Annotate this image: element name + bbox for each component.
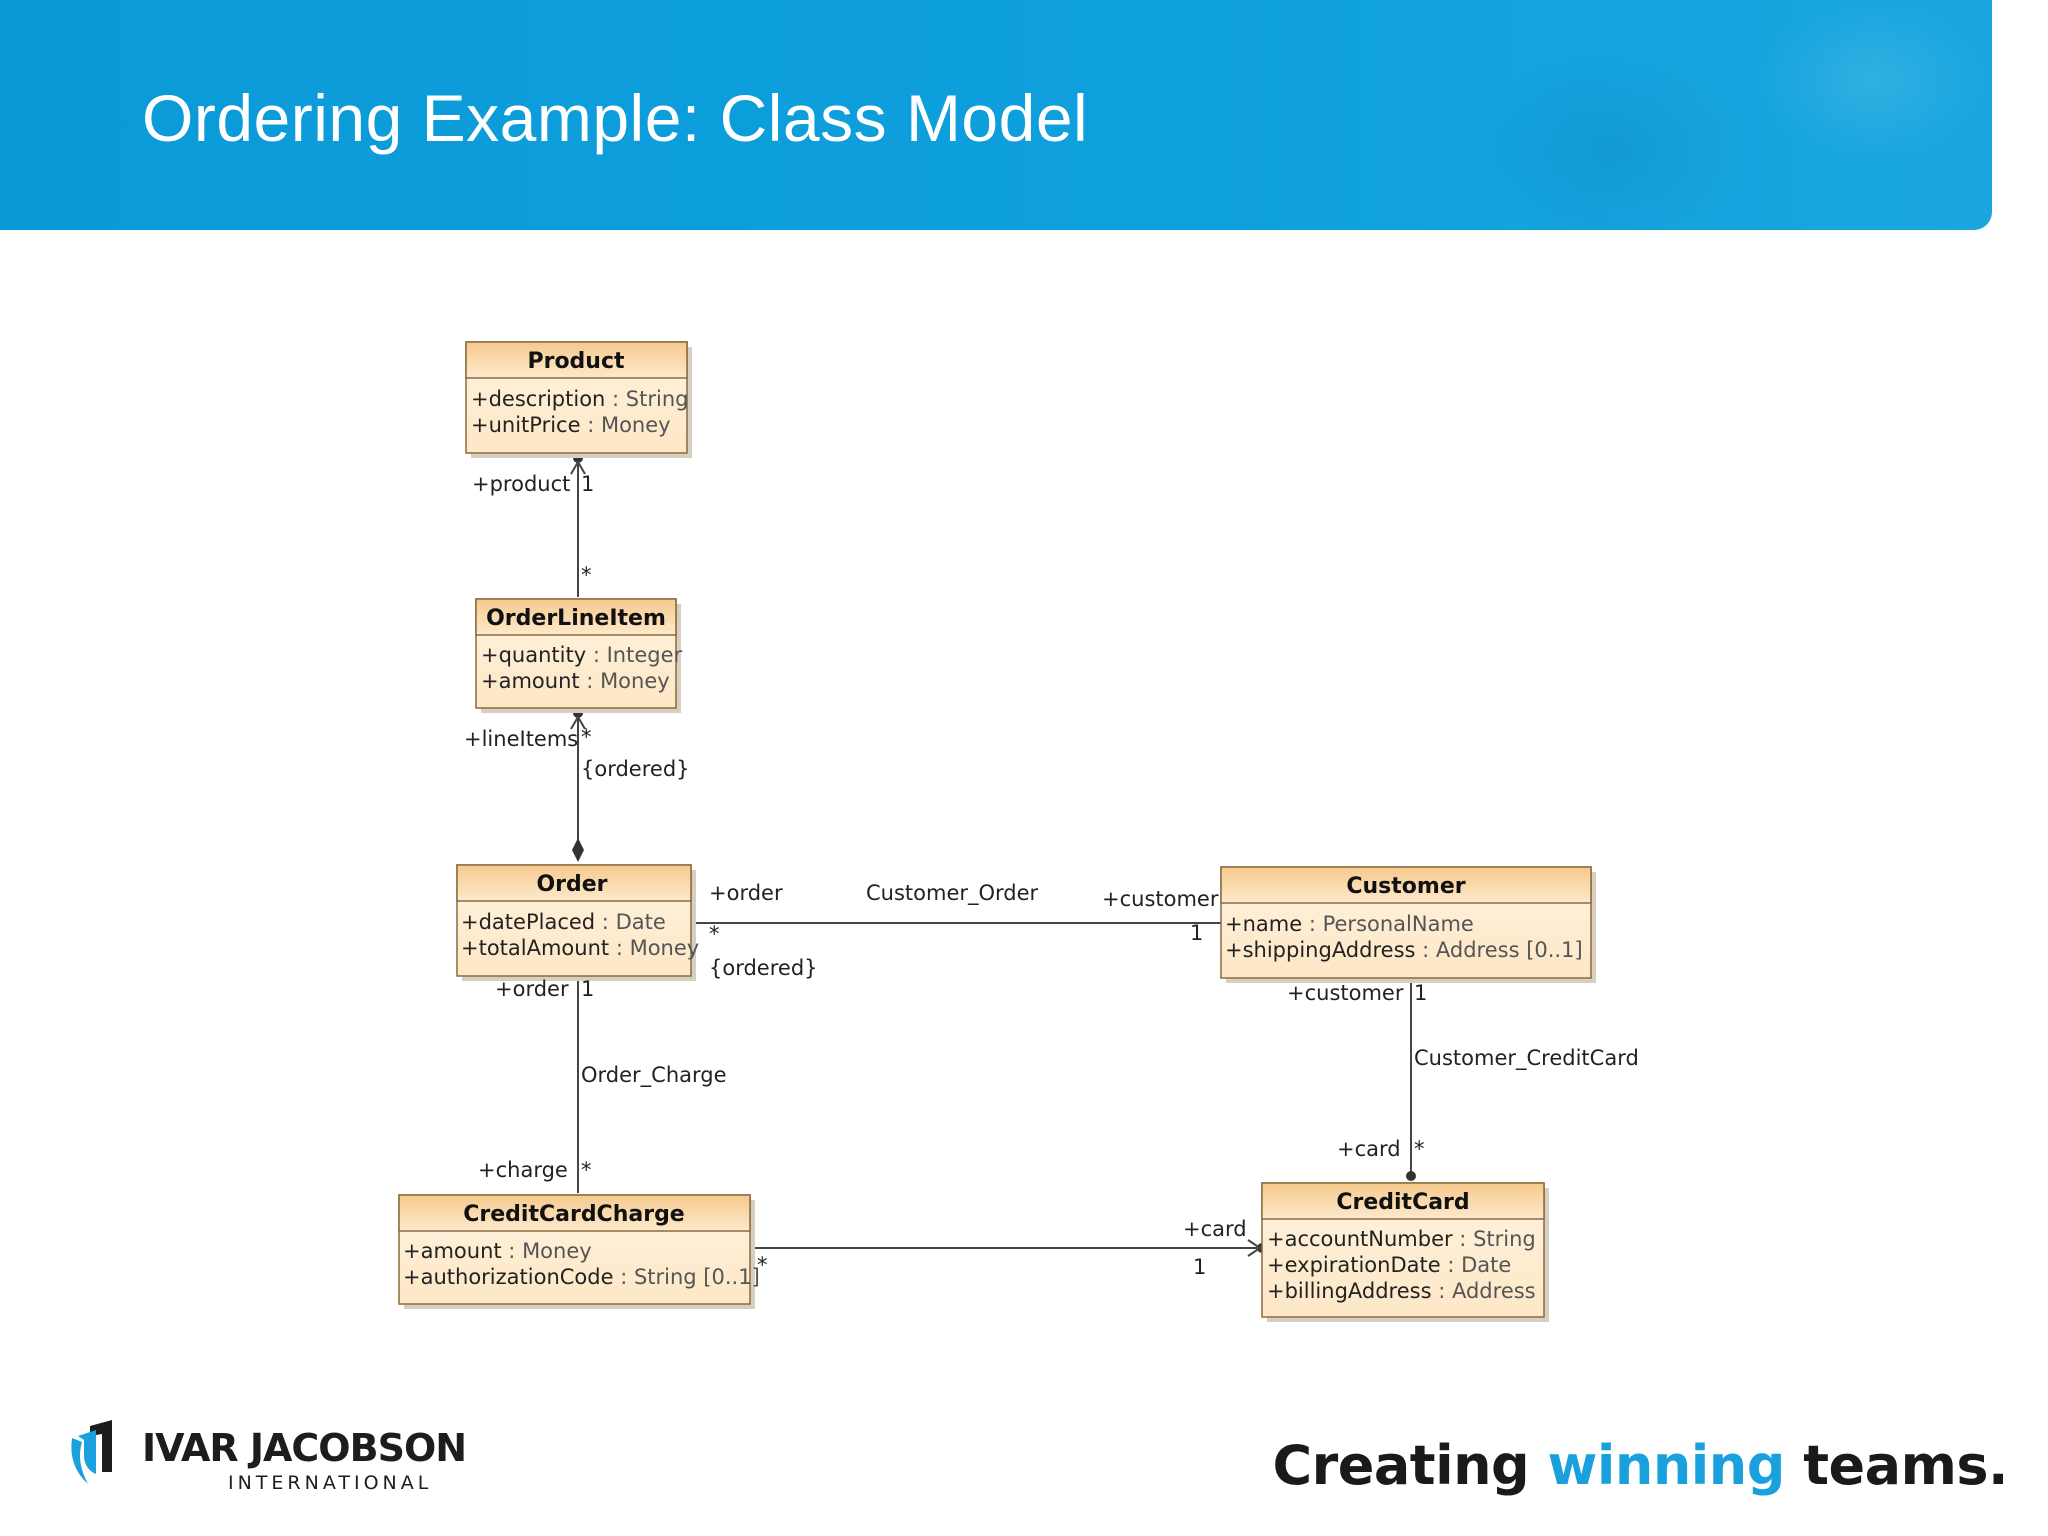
- multiplicity-label: *: [1414, 1137, 1425, 1161]
- multiplicity-label: 1: [1414, 981, 1427, 1005]
- attribute: +name : PersonalName: [1225, 912, 1474, 936]
- attribute: +expirationDate : Date: [1267, 1253, 1511, 1277]
- class-creditcardcharge[interactable]: CreditCardCharge +amount : Money +author…: [398, 1194, 760, 1309]
- multiplicity-label: 1: [1190, 921, 1203, 945]
- constraint-label: {ordered}: [581, 757, 690, 781]
- association-name: Customer_CreditCard: [1414, 1046, 1639, 1071]
- class-name: Product: [527, 349, 625, 374]
- association-name: Order_Charge: [581, 1063, 727, 1088]
- role-label: +card: [1183, 1217, 1247, 1241]
- class-name: CreditCardCharge: [463, 1202, 684, 1227]
- role-label: +lineItems: [464, 727, 578, 751]
- attribute: +datePlaced : Date: [461, 910, 666, 934]
- association-name: Customer_Order: [866, 881, 1039, 906]
- class-creditcard[interactable]: CreditCard +accountNumber : String +expi…: [1261, 1182, 1549, 1322]
- attribute: +description : String: [471, 387, 688, 411]
- multiplicity-label: 1: [1193, 1255, 1206, 1279]
- multiplicity-label: *: [581, 1158, 592, 1182]
- logo-name: IVAR JACOBSON: [142, 1426, 467, 1470]
- assoc-customer-creditcard: [1406, 980, 1416, 1181]
- class-orderlineitem[interactable]: OrderLineItem +quantity : Integer +amoun…: [475, 598, 683, 713]
- attribute: +unitPrice : Money: [471, 413, 671, 437]
- role-label: +charge: [478, 1158, 568, 1182]
- multiplicity-label: 1: [581, 977, 594, 1001]
- role-label: +customer: [1287, 981, 1404, 1005]
- composition-diamond: [572, 838, 584, 862]
- tagline: Creating winning teams.: [1272, 1434, 2008, 1497]
- attribute: +totalAmount : Money: [461, 936, 699, 960]
- slide-title: Ordering Example: Class Model: [142, 81, 1089, 155]
- tagline-part: teams.: [1784, 1434, 2008, 1497]
- logo-subtitle: INTERNATIONAL: [228, 1472, 433, 1494]
- multiplicity-label: *: [581, 725, 592, 749]
- attribute: +amount : Money: [481, 669, 670, 693]
- multiplicity-label: *: [709, 922, 720, 946]
- tagline-highlight: winning: [1547, 1434, 1786, 1497]
- class-order[interactable]: Order +datePlaced : Date +totalAmount : …: [456, 864, 699, 981]
- attribute: +shippingAddress : Address [0..1]: [1225, 938, 1583, 962]
- logo-mark-icon: [71, 1420, 112, 1484]
- class-name: CreditCard: [1336, 1190, 1469, 1215]
- multiplicity-label: *: [581, 563, 592, 587]
- role-label: +order: [709, 881, 783, 905]
- class-customer[interactable]: Customer +name : PersonalName +shippingA…: [1220, 866, 1596, 983]
- multiplicity-label: *: [757, 1253, 768, 1277]
- attribute: +authorizationCode : String [0..1]: [403, 1265, 760, 1289]
- constraint-label: {ordered}: [709, 956, 818, 980]
- role-label: +order: [495, 977, 569, 1001]
- role-label: +customer: [1102, 887, 1219, 911]
- multiplicity-label: 1: [581, 472, 594, 496]
- class-product[interactable]: Product +description : String +unitPrice…: [465, 341, 692, 458]
- role-label: +product: [472, 472, 570, 496]
- class-name: OrderLineItem: [486, 606, 666, 631]
- class-name: Order: [536, 872, 607, 897]
- attribute: +accountNumber : String: [1267, 1227, 1536, 1251]
- assoc-charge-creditcard: [755, 1239, 1267, 1257]
- class-name: Customer: [1346, 874, 1465, 899]
- attribute: +amount : Money: [403, 1239, 592, 1263]
- attribute: +quantity : Integer: [481, 643, 683, 667]
- role-label: +card: [1337, 1137, 1401, 1161]
- title-banner: Ordering Example: Class Model: [0, 0, 1992, 230]
- tagline-part: Creating: [1272, 1434, 1548, 1497]
- attribute: +billingAddress : Address: [1267, 1279, 1536, 1303]
- company-logo: IVAR JACOBSON INTERNATIONAL: [66, 1418, 467, 1498]
- banner-decoration: [1352, 0, 1992, 230]
